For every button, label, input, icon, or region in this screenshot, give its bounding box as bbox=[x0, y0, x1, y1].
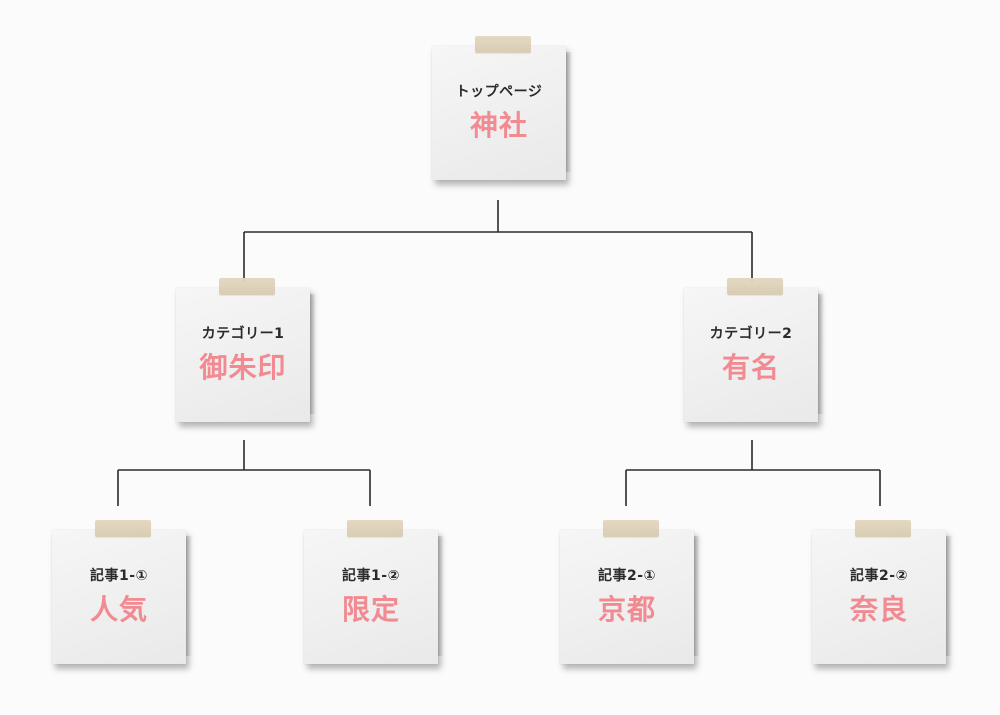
node-title: 御朱印 bbox=[199, 351, 287, 384]
node-category-2: カテゴリー2 有名 bbox=[684, 278, 824, 422]
node-title: 限定 bbox=[341, 593, 400, 626]
tape-strip bbox=[95, 520, 151, 537]
node-title: 神社 bbox=[469, 109, 528, 142]
node-category-1: カテゴリー1 御朱印 bbox=[176, 278, 316, 422]
node-label: 記事1-① bbox=[90, 568, 148, 584]
tape-strip bbox=[855, 520, 911, 537]
node-title: 有名 bbox=[721, 351, 780, 384]
node-article-2-1: 記事2-① 京都 bbox=[560, 520, 700, 664]
node-label: トップページ bbox=[455, 84, 543, 100]
node-title: 京都 bbox=[597, 593, 656, 626]
node-article-1-2: 記事1-② 限定 bbox=[304, 520, 444, 664]
node-label: 記事2-② bbox=[850, 568, 908, 584]
node-article-1-1: 記事1-① 人気 bbox=[52, 520, 192, 664]
node-label: 記事1-② bbox=[342, 568, 400, 584]
node-title: 奈良 bbox=[849, 593, 908, 626]
node-title: 人気 bbox=[89, 593, 148, 626]
tape-strip bbox=[475, 36, 531, 53]
node-label: カテゴリー1 bbox=[201, 326, 285, 342]
tape-strip bbox=[727, 278, 783, 295]
node-label: カテゴリー2 bbox=[709, 326, 793, 342]
tape-strip bbox=[347, 520, 403, 537]
node-top-page: トップページ 神社 bbox=[432, 36, 572, 180]
node-article-2-2: 記事2-② 奈良 bbox=[812, 520, 952, 664]
tape-strip bbox=[219, 278, 275, 295]
node-label: 記事2-① bbox=[598, 568, 656, 584]
tape-strip bbox=[603, 520, 659, 537]
